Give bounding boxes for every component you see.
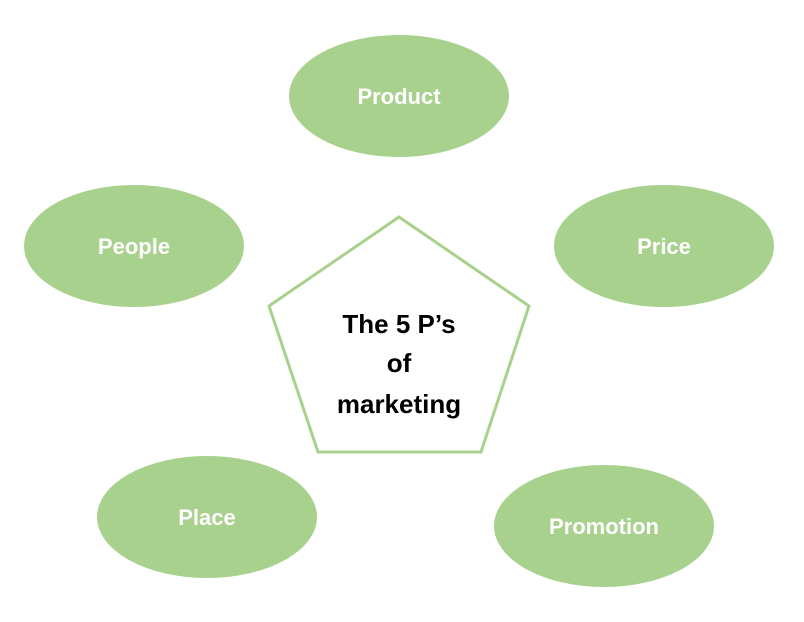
node-product-ellipse xyxy=(289,35,509,157)
node-people: People xyxy=(24,185,244,307)
center-pentagon-group: The 5 P’s of marketing xyxy=(267,215,531,454)
center-label-line-3: marketing xyxy=(337,389,461,419)
node-promotion-label: Promotion xyxy=(549,514,659,539)
node-product-label: Product xyxy=(357,84,441,109)
node-price: Price xyxy=(554,185,774,307)
node-place: Place xyxy=(97,456,317,578)
center-pentagon xyxy=(267,215,531,454)
node-product: Product xyxy=(289,35,509,157)
center-label-line-2: of xyxy=(387,348,412,378)
node-place-ellipse xyxy=(97,456,317,578)
node-price-label: Price xyxy=(637,234,691,259)
node-promotion-ellipse xyxy=(494,465,714,587)
node-promotion: Promotion xyxy=(494,465,714,587)
node-people-label: People xyxy=(98,234,170,259)
center-label-line-1: The 5 P’s xyxy=(342,309,455,339)
node-price-ellipse xyxy=(554,185,774,307)
node-place-label: Place xyxy=(178,505,236,530)
node-people-ellipse xyxy=(24,185,244,307)
